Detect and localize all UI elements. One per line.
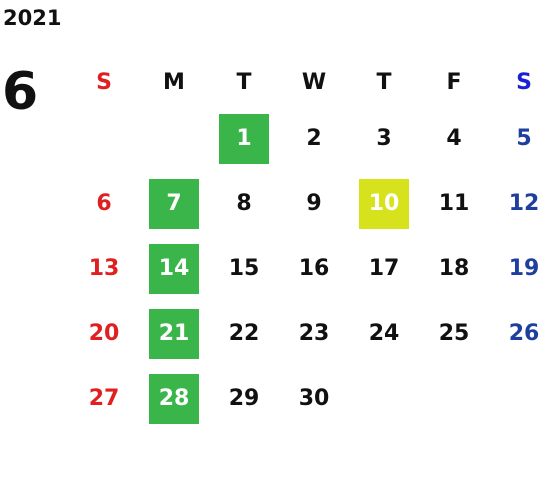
calendar-day[interactable]: 8 <box>236 191 252 216</box>
calendar-day[interactable]: 25 <box>438 321 470 346</box>
month-number: 6 <box>2 62 39 122</box>
calendar-day[interactable]: 1 <box>209 113 279 164</box>
calendar-day[interactable]: 4 <box>446 126 462 151</box>
weekday-sunday: S <box>96 69 112 95</box>
calendar-week-row: 1 2 3 4 5 <box>69 106 548 171</box>
calendar-day[interactable]: 24 <box>368 321 400 346</box>
calendar-day[interactable]: 7 <box>139 178 209 229</box>
calendar-day-empty <box>349 374 419 424</box>
calendar-day[interactable]: 26 <box>508 321 540 346</box>
calendar-day[interactable]: 16 <box>298 256 330 281</box>
calendar-day[interactable]: 13 <box>88 256 120 281</box>
weekday-friday: F <box>446 69 462 95</box>
calendar-day[interactable]: 29 <box>228 386 260 411</box>
calendar-day-empty <box>139 114 209 164</box>
weekday-tuesday: T <box>236 69 252 95</box>
year-label: 2021 <box>3 6 62 30</box>
calendar-day[interactable]: 17 <box>368 256 400 281</box>
weekday-wednesday: W <box>301 69 327 95</box>
calendar-day[interactable]: 15 <box>228 256 260 281</box>
highlighted-day[interactable]: 7 <box>149 178 199 229</box>
calendar-week-row: 27 28 29 30 <box>69 366 548 431</box>
calendar-day[interactable]: 14 <box>139 243 209 294</box>
highlighted-day[interactable]: 1 <box>219 113 269 164</box>
calendar-day[interactable]: 10 <box>349 178 419 229</box>
calendar-day[interactable]: 12 <box>508 191 540 216</box>
calendar-day[interactable]: 23 <box>298 321 330 346</box>
calendar-day[interactable]: 28 <box>139 373 209 424</box>
calendar-day[interactable]: 22 <box>228 321 260 346</box>
weekday-saturday: S <box>516 69 532 95</box>
calendar-day[interactable]: 21 <box>139 308 209 359</box>
highlighted-day[interactable]: 28 <box>149 373 199 424</box>
weekday-header-row: S M T W T F S <box>69 58 548 106</box>
calendar-day[interactable]: 9 <box>306 191 322 216</box>
highlighted-day[interactable]: 10 <box>359 178 409 229</box>
calendar-day[interactable]: 3 <box>376 126 392 151</box>
calendar-day[interactable]: 2 <box>306 126 322 151</box>
calendar-day[interactable]: 27 <box>88 386 120 411</box>
calendar-day[interactable]: 11 <box>438 191 470 216</box>
highlighted-day[interactable]: 14 <box>149 243 199 294</box>
calendar-day[interactable]: 30 <box>298 386 330 411</box>
calendar-day[interactable]: 20 <box>88 321 120 346</box>
calendar-day-empty <box>419 374 489 424</box>
highlighted-day[interactable]: 21 <box>149 308 199 359</box>
calendar-day[interactable]: 19 <box>508 256 540 281</box>
weekday-monday: M <box>163 69 185 95</box>
calendar-day-empty <box>69 114 139 164</box>
calendar-day[interactable]: 5 <box>516 126 532 151</box>
calendar-day[interactable]: 18 <box>438 256 470 281</box>
calendar-week-row: 20 21 22 23 24 25 26 <box>69 301 548 366</box>
calendar-week-row: 13 14 15 16 17 18 19 <box>69 236 548 301</box>
weekday-thursday: T <box>376 69 392 95</box>
calendar-week-row: 6 7 8 9 10 11 12 <box>69 171 548 236</box>
calendar-day[interactable]: 6 <box>96 191 112 216</box>
calendar-day-empty <box>489 374 548 424</box>
